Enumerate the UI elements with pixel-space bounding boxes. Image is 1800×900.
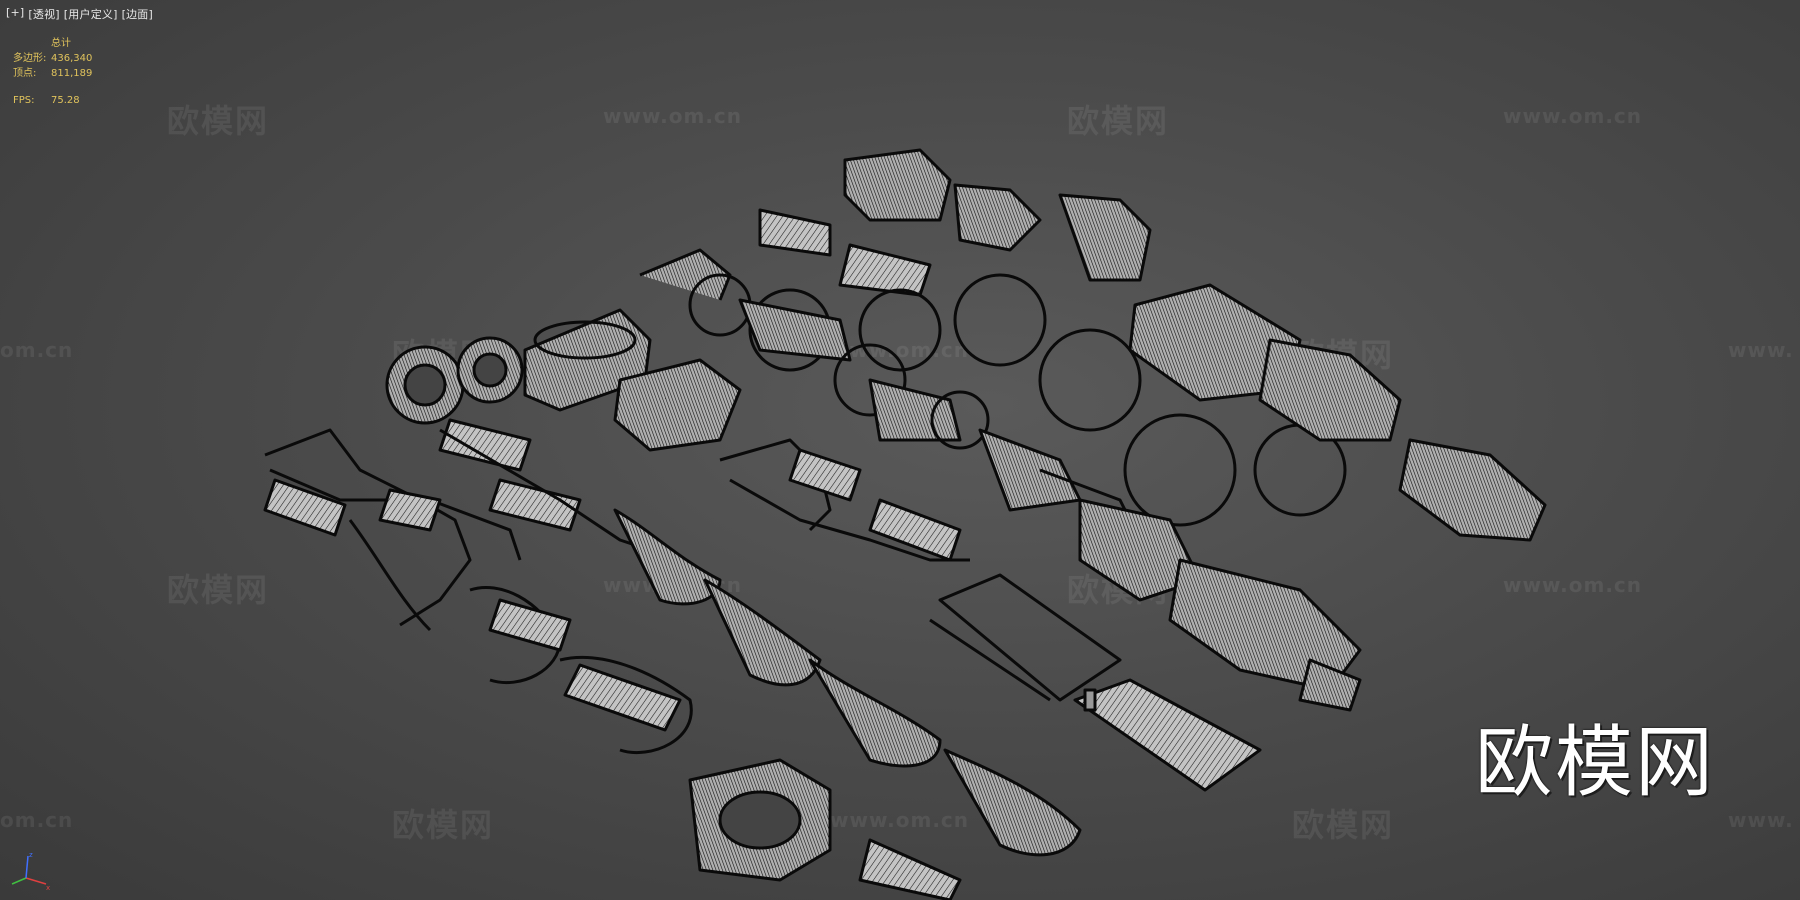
mesh-part-strap-band[interactable] [613,508,1082,857]
stats-vertices-row: 顶点: 811,189 [13,66,92,81]
svg-text:z: z [29,851,33,859]
stats-fps-value: 75.28 [51,95,80,106]
mesh-part-slide-assembly[interactable] [1078,498,1362,712]
viewport-menu-edged-faces[interactable]: [边面] [121,8,153,21]
viewport-menu-perspective[interactable]: [透视] [28,8,60,21]
stats-vertices-label: 顶点: [13,68,37,79]
stats-header: 总计 [51,38,71,49]
stats-polygons-label: 多边形: [13,53,47,64]
stats-vertices-value: 811,189 [51,68,93,79]
axis-gizmo-icon: x z [11,851,50,892]
statistics-overlay: 总计 多边形: 436,340 顶点: 811,189 FPS: 75.28 [13,36,92,108]
mesh-part-grip-ring[interactable] [688,758,962,900]
mesh-part-barrel[interactable] [1128,283,1547,542]
brand-watermark: 欧模网 [1475,718,1716,808]
svg-text:x: x [46,884,50,892]
stats-fps-label: FPS: [13,95,35,106]
stats-polygons-value: 436,340 [51,53,93,64]
viewport-menu-user-defined[interactable]: [用户定义] [63,8,118,21]
mesh-part-link-chain[interactable] [639,248,1152,572]
mesh-part-wire-bracket[interactable] [719,438,970,562]
mesh-part-mount-block[interactable] [523,308,742,452]
mesh-part-gear-cluster[interactable] [758,148,1347,527]
viewport-menu-plus[interactable]: [+] [6,6,25,19]
mesh-part-frame-strap[interactable] [263,428,693,755]
stats-polygons-row: 多边形: 436,340 [13,51,92,66]
mesh-part-rect-frame[interactable] [929,573,1262,792]
stats-fps-row: FPS: 75.28 [13,93,92,108]
mesh-part-gear-ring[interactable] [385,336,681,562]
viewport-label-bar: [+] [透视] [用户定义] [边面] [6,6,153,22]
